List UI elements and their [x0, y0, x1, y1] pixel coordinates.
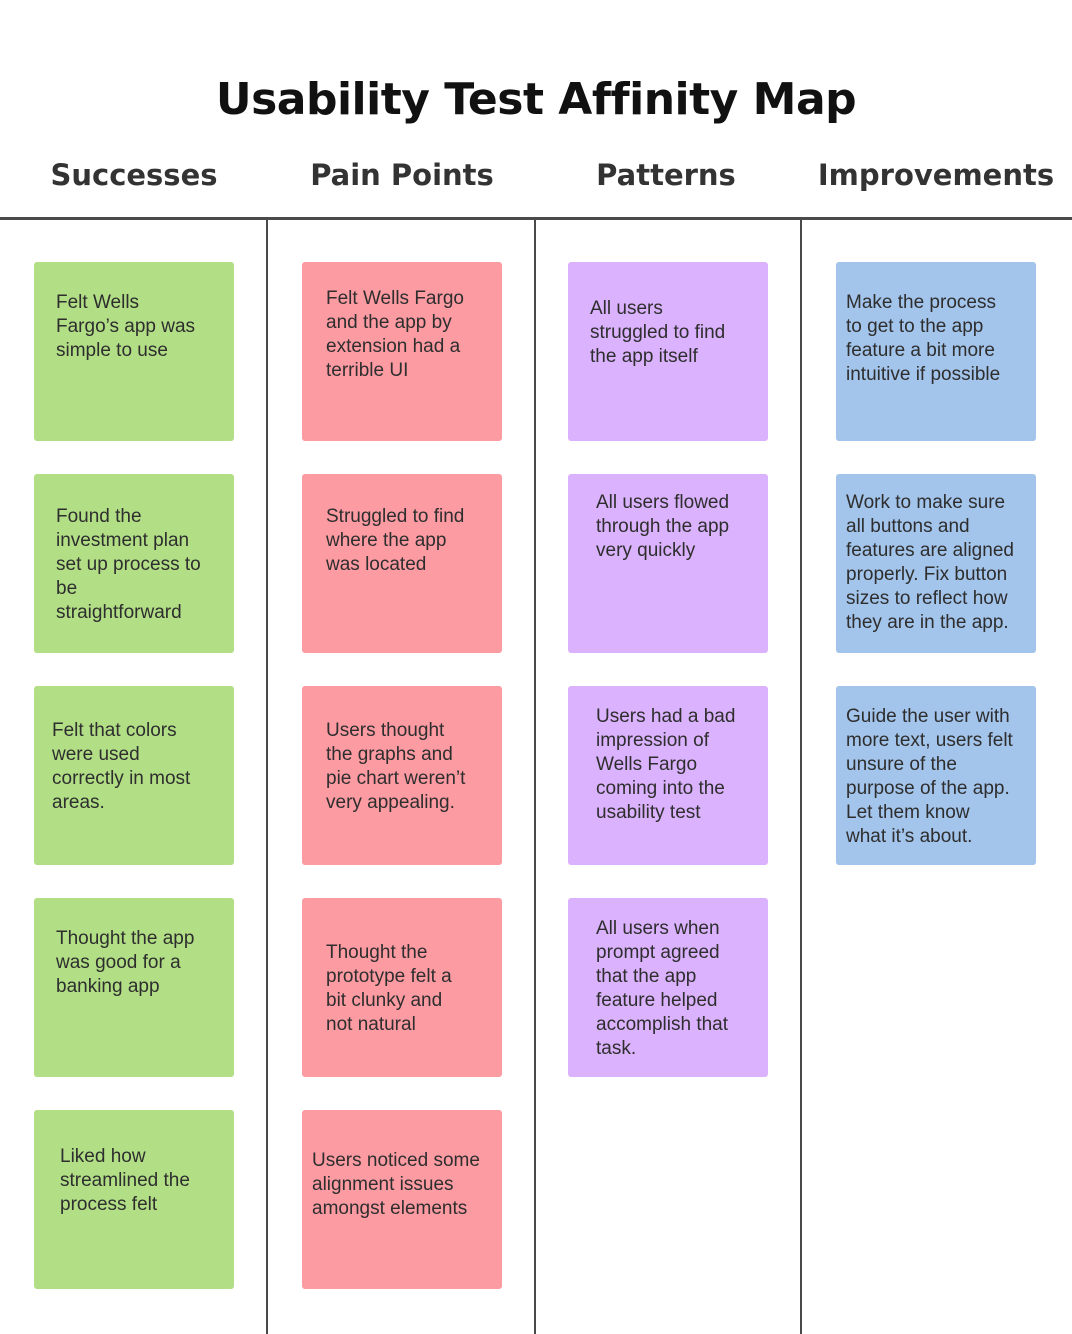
sticky-note-text: All users struggled to find the app itse…: [590, 298, 726, 367]
sticky-note-text: Felt that colors were used correctly in …: [52, 720, 191, 813]
sticky-note-text: Felt Wells Fargo’s app was simple to use: [56, 292, 196, 361]
sticky-note-text: Guide the user with more text, users fel…: [846, 706, 1013, 847]
sticky-note-text: Users had a bad impression of Wells Farg…: [596, 706, 736, 823]
sticky-note-pain-points: Thought the prototype felt a bit clunky …: [302, 898, 502, 1077]
sticky-note-text: Felt Wells Fargo and the app by extensio…: [326, 288, 464, 381]
sticky-note-text: Users noticed some alignment issues amon…: [312, 1150, 480, 1219]
sticky-note-text: Users thought the graphs and pie chart w…: [326, 720, 466, 813]
sticky-note-text: Struggled to find where the app was loca…: [326, 506, 465, 575]
sticky-note-text: Work to make sure all buttons and featur…: [846, 492, 1014, 633]
page-title: Usability Test Affinity Map: [215, 74, 857, 125]
sticky-note-pain-points: Users noticed some alignment issues amon…: [302, 1110, 502, 1289]
sticky-note-improvements: Work to make sure all buttons and featur…: [836, 474, 1036, 653]
sticky-note-patterns: All users struggled to find the app itse…: [568, 262, 768, 441]
sticky-note-patterns: All users flowed through the app very qu…: [568, 474, 768, 653]
column-header-successes: Successes: [50, 158, 218, 192]
column-divider: [800, 219, 802, 1334]
sticky-note-improvements: Guide the user with more text, users fel…: [836, 686, 1036, 865]
column-header-pain-points: Pain Points: [310, 158, 494, 192]
sticky-note-text: Liked how streamlined the process felt: [60, 1146, 190, 1215]
sticky-note-text: Make the process to get to the app featu…: [846, 292, 1001, 385]
sticky-note-patterns: Users had a bad impression of Wells Farg…: [568, 686, 768, 865]
sticky-note-successes: Thought the app was good for a banking a…: [34, 898, 234, 1077]
sticky-note-pain-points: Felt Wells Fargo and the app by extensio…: [302, 262, 502, 441]
sticky-note-text: All users when prompt agreed that the ap…: [596, 918, 729, 1059]
column-divider: [534, 219, 536, 1334]
column-header-improvements: Improvements: [817, 158, 1055, 192]
header-divider: [0, 217, 1072, 220]
sticky-note-successes: Found the investment plan set up process…: [34, 474, 234, 653]
sticky-note-improvements: Make the process to get to the app featu…: [836, 262, 1036, 441]
column-divider: [266, 219, 268, 1334]
column-header-patterns: Patterns: [596, 158, 736, 192]
sticky-note-successes: Liked how streamlined the process felt: [34, 1110, 234, 1289]
sticky-note-text: Found the investment plan set up process…: [56, 506, 201, 623]
sticky-note-patterns: All users when prompt agreed that the ap…: [568, 898, 768, 1077]
sticky-note-text: All users flowed through the app very qu…: [596, 492, 730, 561]
sticky-note-text: Thought the prototype felt a bit clunky …: [326, 942, 452, 1035]
sticky-note-pain-points: Users thought the graphs and pie chart w…: [302, 686, 502, 865]
sticky-note-text: Thought the app was good for a banking a…: [56, 928, 195, 997]
sticky-note-pain-points: Struggled to find where the app was loca…: [302, 474, 502, 653]
sticky-note-successes: Felt that colors were used correctly in …: [34, 686, 234, 865]
sticky-note-successes: Felt Wells Fargo’s app was simple to use: [34, 262, 234, 441]
